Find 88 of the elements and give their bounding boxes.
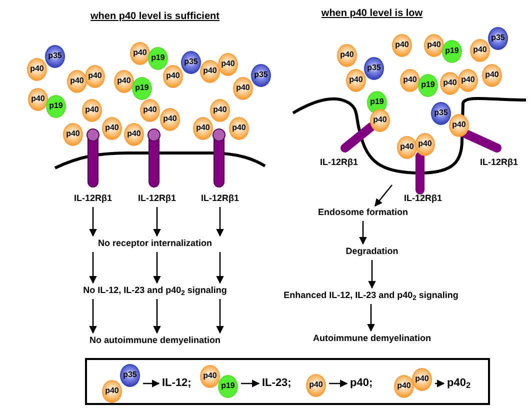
protein-circle: p19 — [132, 76, 152, 100]
protein-circle: p40 — [470, 38, 490, 62]
step-text: No autoimmune demyelination — [90, 336, 220, 345]
protein-circle: p35 — [251, 64, 271, 86]
receptor-label: IL-12Rβ1 — [320, 158, 358, 167]
protein-circle: p40 — [337, 44, 357, 66]
step-text: Enhanced IL-12, IL-23 and p40$_{2}$ signaling — [284, 291, 458, 300]
arrow — [89, 299, 97, 334]
protein-circle: p40 — [424, 34, 444, 56]
step-text: No receptor internalization — [98, 239, 212, 248]
legend-label: p40; — [350, 378, 373, 389]
protein-circle: p19 — [46, 94, 66, 118]
panel-heading: when p40 level is sufficient — [90, 12, 220, 22]
protein-circle: p19 — [218, 374, 238, 398]
protein-circle: p40 — [193, 116, 213, 140]
protein-circle: p40 — [200, 364, 220, 388]
arrow — [374, 184, 392, 207]
protein-circle: p40 — [449, 114, 469, 136]
arrow — [367, 304, 375, 332]
receptor-label: IL-12Rβ1 — [404, 194, 442, 203]
step-text: Degradation — [346, 247, 398, 256]
protein-circle: p40 — [233, 76, 253, 100]
arrow — [153, 252, 161, 284]
arrow — [329, 380, 348, 388]
protein-circle: p40 — [27, 58, 47, 80]
protein-circle: p40 — [124, 122, 144, 146]
arrow — [359, 221, 367, 245]
protein-circle: p40 — [67, 70, 87, 92]
protein-circle: p19 — [148, 46, 168, 70]
step-text: Endosome formation — [318, 208, 408, 217]
protein-circle: p40 — [28, 88, 48, 110]
protein-circle: p19 — [367, 90, 387, 114]
protein-circle: p40 — [394, 374, 414, 398]
protein-circle: p35 — [488, 26, 508, 50]
protein-circle: p40 — [415, 132, 435, 156]
protein-circle: p19 — [418, 74, 438, 96]
panel-heading: when p40 level is low — [321, 9, 423, 19]
protein-circle: p35 — [364, 56, 384, 80]
step-text: IL-12Rβ1 — [74, 194, 112, 203]
protein-circle: p40 — [160, 108, 180, 130]
protein-circle: p35 — [181, 50, 201, 74]
protein-circle: p40 — [163, 64, 183, 88]
protein-circle: p40 — [210, 98, 230, 122]
legend-label: IL-12; — [162, 378, 192, 389]
protein-circle: p40 — [346, 68, 366, 92]
step-text: Autoimmune demyelination — [313, 334, 431, 343]
arrow — [153, 207, 161, 237]
arrow — [241, 380, 260, 388]
protein-circle: p40 — [400, 68, 420, 92]
legend-label: IL-23; — [262, 378, 292, 389]
protein-circle: p35 — [120, 364, 140, 386]
protein-circle: p40 — [218, 52, 238, 76]
step-text: IL-12Rβ1 — [201, 194, 239, 203]
protein-circle: p40 — [440, 72, 460, 94]
protein-circle: p40 — [412, 368, 432, 390]
protein-circle: p40 — [114, 70, 134, 92]
protein-circle: p35 — [45, 44, 65, 68]
arrow — [216, 252, 224, 284]
legend-box — [85, 358, 490, 405]
arrow — [143, 380, 160, 388]
legend-label: p40$_{2}$ — [447, 378, 471, 389]
protein-circle: p40 — [140, 98, 160, 122]
arrow — [89, 207, 97, 237]
protein-circle: p35 — [431, 102, 451, 124]
step-text: IL-12Rβ1 — [138, 194, 176, 203]
protein-circle: p40 — [370, 108, 390, 132]
protein-circle: p40 — [482, 64, 502, 86]
protein-circle: p40 — [397, 136, 417, 158]
protein-circle: p40 — [130, 42, 150, 64]
protein-circle: p40 — [229, 116, 249, 140]
arrow — [216, 207, 224, 237]
arrow — [153, 299, 161, 334]
protein-circle: p40 — [306, 374, 326, 396]
arrow — [368, 260, 376, 289]
protein-circle: p40 — [85, 64, 105, 88]
protein-circle: p40 — [102, 380, 122, 402]
protein-circle: p40 — [392, 34, 412, 56]
protein-circle: p40 — [102, 116, 122, 140]
protein-circle: p40 — [82, 98, 102, 122]
receptor-label: IL-12Rβ1 — [480, 158, 518, 167]
step-text: No IL-12, IL-23 and p40$_{2}$ signaling — [83, 286, 227, 295]
protein-circle: p19 — [442, 40, 462, 62]
arrow — [216, 299, 224, 334]
protein-circle: p40 — [63, 122, 83, 146]
arrow — [435, 380, 445, 388]
arrow — [89, 252, 97, 284]
protein-circle: p40 — [200, 60, 220, 82]
protein-circle: p40 — [458, 68, 478, 92]
